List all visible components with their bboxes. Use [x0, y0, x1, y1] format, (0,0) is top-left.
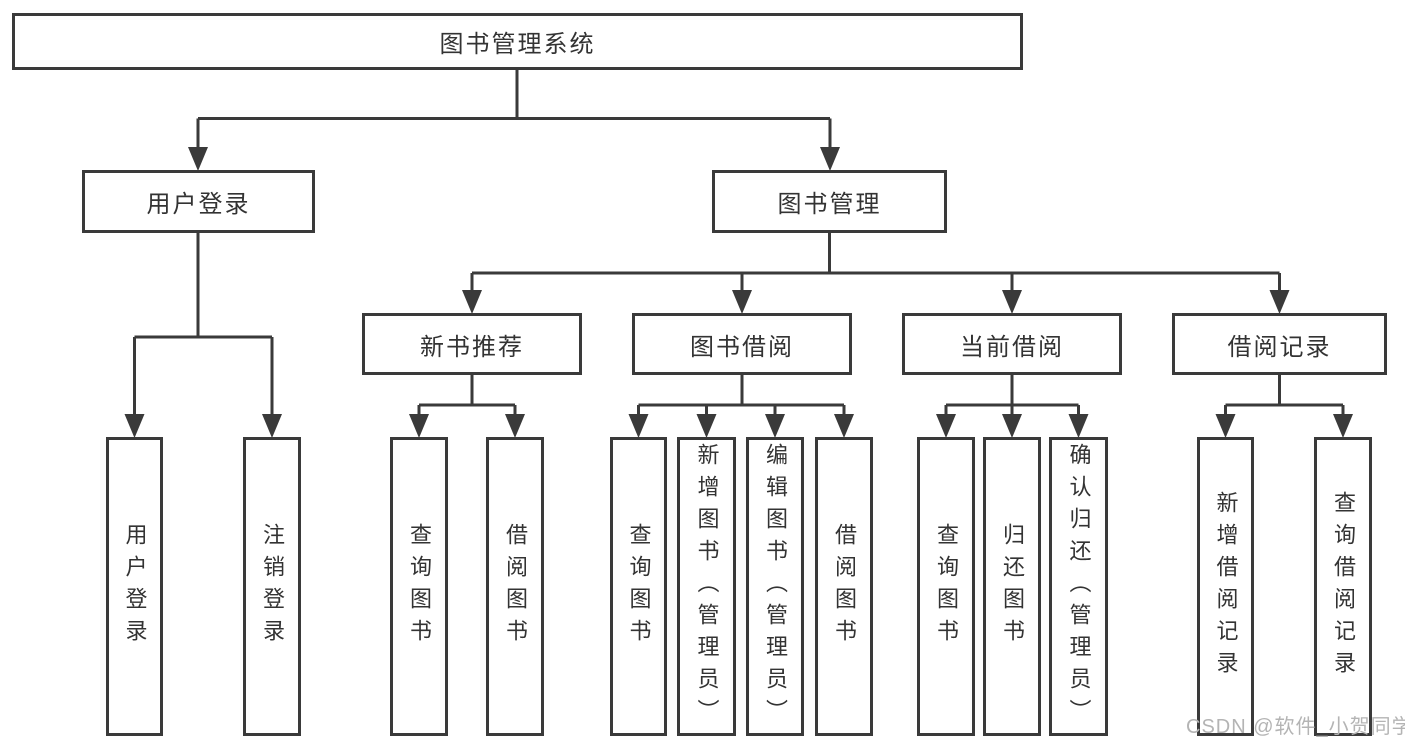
leaf-user-login-label: 用户登录	[122, 522, 148, 651]
connector-borrow-records	[1224, 375, 1345, 428]
leaf-borrow-edit-books-admin-label: 编辑图书（管理员）	[763, 442, 788, 731]
leaf-newbook-query-books: 查询图书	[390, 437, 448, 736]
arrow-down-icon	[505, 414, 525, 438]
leaf-records-query-record: 查询借阅记录	[1314, 437, 1372, 736]
node-book-borrow: 图书借阅	[632, 313, 852, 375]
arrow-down-icon	[188, 147, 208, 171]
node-book-management-label: 图书管理	[777, 191, 882, 218]
leaf-logout-label: 注销登录	[260, 522, 285, 651]
arrow-down-icon	[936, 414, 956, 438]
leaf-current-confirm-return-admin: 确认归还（管理员）	[1049, 437, 1108, 736]
leaf-current-query-books-label: 查询图书	[934, 522, 959, 651]
arrow-down-icon	[820, 147, 840, 171]
node-borrow-records: 借阅记录	[1172, 313, 1387, 375]
leaf-records-add-record-label: 新增借阅记录	[1213, 490, 1239, 683]
arrow-down-icon	[462, 290, 482, 314]
leaf-logout: 注销登录	[243, 437, 301, 736]
node-new-book-recommend-label: 新书推荐	[420, 333, 524, 361]
node-new-book-recommend: 新书推荐	[362, 313, 582, 375]
leaf-newbook-borrow-books: 借阅图书	[486, 437, 544, 736]
arrow-down-icon	[628, 414, 649, 438]
leaf-borrow-borrow-books: 借阅图书	[815, 437, 873, 736]
node-user-login: 用户登录	[82, 170, 315, 233]
leaf-newbook-query-books-label: 查询图书	[407, 522, 432, 651]
arrow-down-icon	[1002, 414, 1022, 438]
arrow-down-icon	[262, 414, 282, 438]
arrow-down-icon	[1002, 290, 1022, 314]
leaf-records-add-record: 新增借阅记录	[1197, 437, 1254, 736]
leaf-borrow-add-books-admin-label: 新增图书（管理员）	[694, 442, 720, 731]
node-borrow-records-label: 借阅记录	[1227, 333, 1332, 361]
node-book-borrow-label: 图书借阅	[690, 333, 794, 361]
connector-new-book-recommend	[417, 375, 517, 428]
node-user-login-label: 用户登录	[146, 191, 251, 218]
csdn-watermark: CSDN @软件_小贺同学	[1186, 716, 1405, 738]
leaf-current-return-books-label: 归还图书	[1000, 522, 1025, 651]
leaf-current-query-books: 查询图书	[917, 437, 975, 736]
node-root: 图书管理系统	[12, 13, 1023, 70]
leaf-current-return-books: 归还图书	[983, 437, 1041, 736]
connector-book-borrow	[637, 375, 846, 428]
leaf-newbook-borrow-books-label: 借阅图书	[503, 522, 528, 651]
arrow-down-icon	[1269, 290, 1290, 314]
arrow-down-icon	[732, 290, 752, 314]
leaf-borrow-edit-books-admin: 编辑图书（管理员）	[746, 437, 804, 736]
node-book-management: 图书管理	[712, 170, 947, 233]
connector-root	[196, 70, 832, 160]
leaf-user-login: 用户登录	[106, 437, 163, 736]
node-current-borrow-label: 当前借阅	[960, 333, 1064, 361]
leaf-borrow-query-books: 查询图书	[610, 437, 667, 736]
arrow-down-icon	[834, 414, 854, 438]
connector-user-login	[133, 233, 274, 428]
arrow-down-icon	[124, 414, 145, 438]
leaf-borrow-add-books-admin: 新增图书（管理员）	[677, 437, 736, 736]
arrow-down-icon	[696, 414, 717, 438]
connector-book-management	[470, 233, 1281, 304]
arrow-down-icon	[1068, 414, 1089, 438]
arrow-down-icon	[765, 414, 785, 438]
arrow-down-icon	[1215, 414, 1236, 438]
arrow-down-icon	[409, 414, 429, 438]
leaf-borrow-borrow-books-label: 借阅图书	[832, 522, 857, 651]
leaf-borrow-query-books-label: 查询图书	[626, 522, 652, 651]
node-current-borrow: 当前借阅	[902, 313, 1122, 375]
leaf-current-confirm-return-admin-label: 确认归还（管理员）	[1066, 442, 1092, 731]
arrow-down-icon	[1333, 414, 1353, 438]
arrowheads	[124, 147, 1353, 438]
node-root-label: 图书管理系统	[439, 31, 596, 58]
leaf-records-query-record-label: 查询借阅记录	[1331, 490, 1356, 683]
